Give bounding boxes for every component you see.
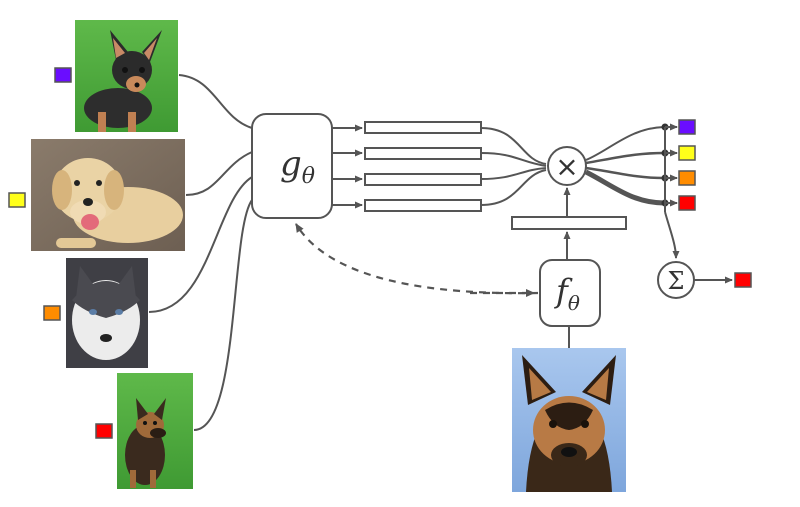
g-theta-box bbox=[251, 113, 333, 219]
output-labels bbox=[678, 119, 696, 211]
support-embeddings bbox=[364, 121, 482, 212]
query-image-german-shepherd bbox=[512, 348, 626, 492]
support-to-g-connectors bbox=[148, 74, 253, 431]
embedding-1 bbox=[364, 121, 482, 134]
multiply-symbol: × bbox=[555, 150, 578, 183]
output-label-yellow bbox=[678, 145, 696, 161]
support-label-yellow bbox=[8, 192, 26, 208]
multiply-to-output-connectors bbox=[584, 126, 665, 206]
support-image-chihuahua bbox=[75, 20, 178, 132]
embedding-to-multiply-connectors bbox=[480, 127, 547, 206]
support-label-purple bbox=[54, 67, 72, 83]
output-label-purple bbox=[678, 119, 696, 135]
query-embedding bbox=[511, 216, 627, 230]
output-to-sum-connectors bbox=[664, 127, 680, 259]
support-label-red bbox=[95, 423, 113, 439]
embedding-4 bbox=[364, 199, 482, 212]
g-to-embedding-arrows bbox=[332, 124, 363, 209]
embedding-2 bbox=[364, 147, 482, 160]
support-image-husky bbox=[66, 258, 148, 368]
output-label-arrows bbox=[665, 123, 678, 207]
support-label-orange bbox=[43, 305, 61, 321]
support-image-labrador bbox=[31, 139, 185, 251]
embedding-3 bbox=[364, 173, 482, 186]
multiply-node bbox=[547, 146, 587, 186]
final-output-label bbox=[734, 272, 752, 288]
output-label-red bbox=[678, 195, 696, 211]
f-theta-box bbox=[539, 259, 601, 327]
f-to-g-dashed-arrow bbox=[295, 223, 539, 295]
sum-symbol: Σ bbox=[668, 267, 685, 295]
output-label-orange bbox=[678, 170, 696, 186]
g-theta-label: gθ bbox=[280, 144, 315, 189]
support-image-german-shepherd bbox=[117, 373, 193, 489]
